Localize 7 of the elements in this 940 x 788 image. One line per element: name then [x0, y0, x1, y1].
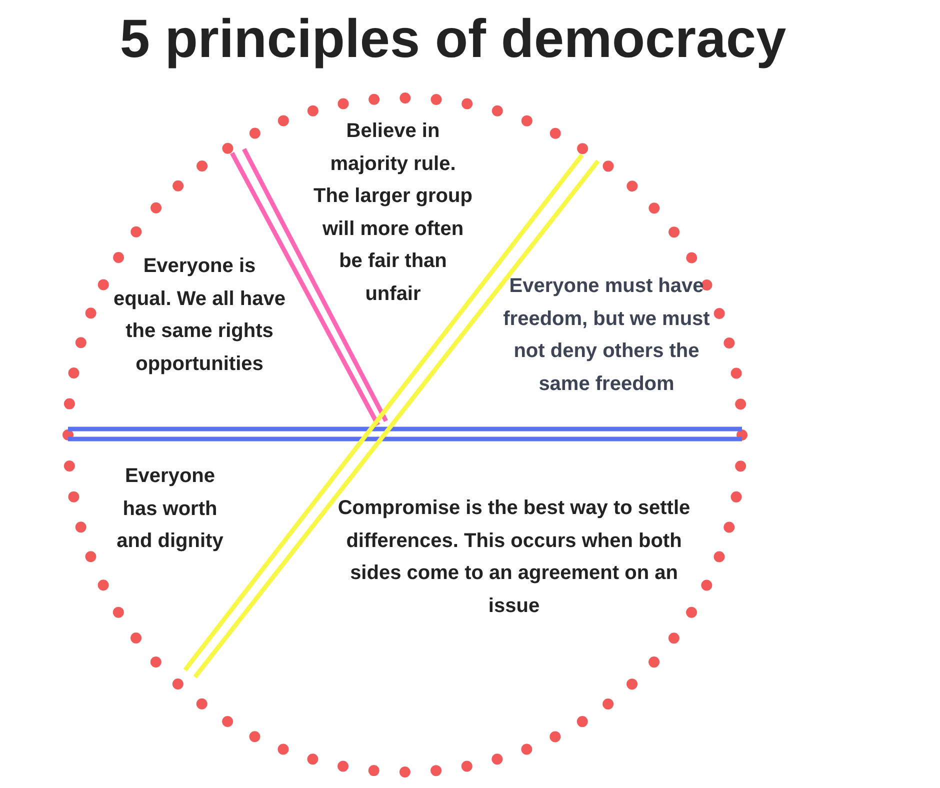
- dotted-circle: [62, 92, 748, 778]
- principle-text: Everyone must have freedom, but we must not deny others the same freedom: [502, 274, 711, 396]
- principle-text: Everyone is equal. We all have the same rights opportunities: [112, 254, 286, 376]
- principle-text: Believe in majority rule. The larger group will more often be fair than unfair: [313, 119, 473, 306]
- principle-text: Compromise is the best way to settle differences. This occurs when both sides come to an agreement on an issue: [336, 496, 692, 618]
- principle-text: Everyone has worth and dignity: [116, 464, 224, 554]
- title: 5 principles of democracy: [118, 8, 788, 70]
